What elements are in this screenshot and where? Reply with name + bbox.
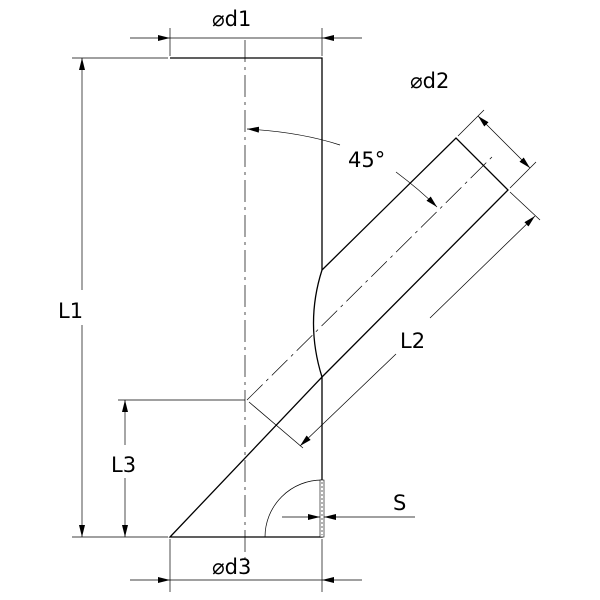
branch-pipe: [246, 137, 509, 401]
label-L2: L2: [400, 329, 425, 353]
main-pipe: [168, 40, 323, 560]
label-d3: ⌀d3: [212, 555, 251, 579]
label-angle: 45°: [348, 148, 385, 172]
dimension-L2: L2: [248, 191, 541, 449]
label-d1: ⌀d1: [212, 7, 251, 31]
label-S: S: [393, 491, 406, 515]
dimension-d2: ⌀d2: [410, 69, 537, 189]
label-L1: L1: [58, 299, 83, 323]
label-L3: L3: [111, 453, 136, 477]
dimension-L3: L3: [111, 399, 245, 537]
dimension-angle: 45°: [246, 126, 438, 208]
label-d2: ⌀d2: [410, 69, 449, 93]
dimension-d3: ⌀d3: [130, 539, 362, 592]
wall-thickness-detail: S: [264, 479, 415, 538]
branch-centerline: [246, 156, 493, 401]
branch-intersection-curve: [312, 269, 323, 378]
dimension-L1: L1: [58, 57, 168, 538]
dimension-d1: ⌀d1: [130, 7, 362, 56]
